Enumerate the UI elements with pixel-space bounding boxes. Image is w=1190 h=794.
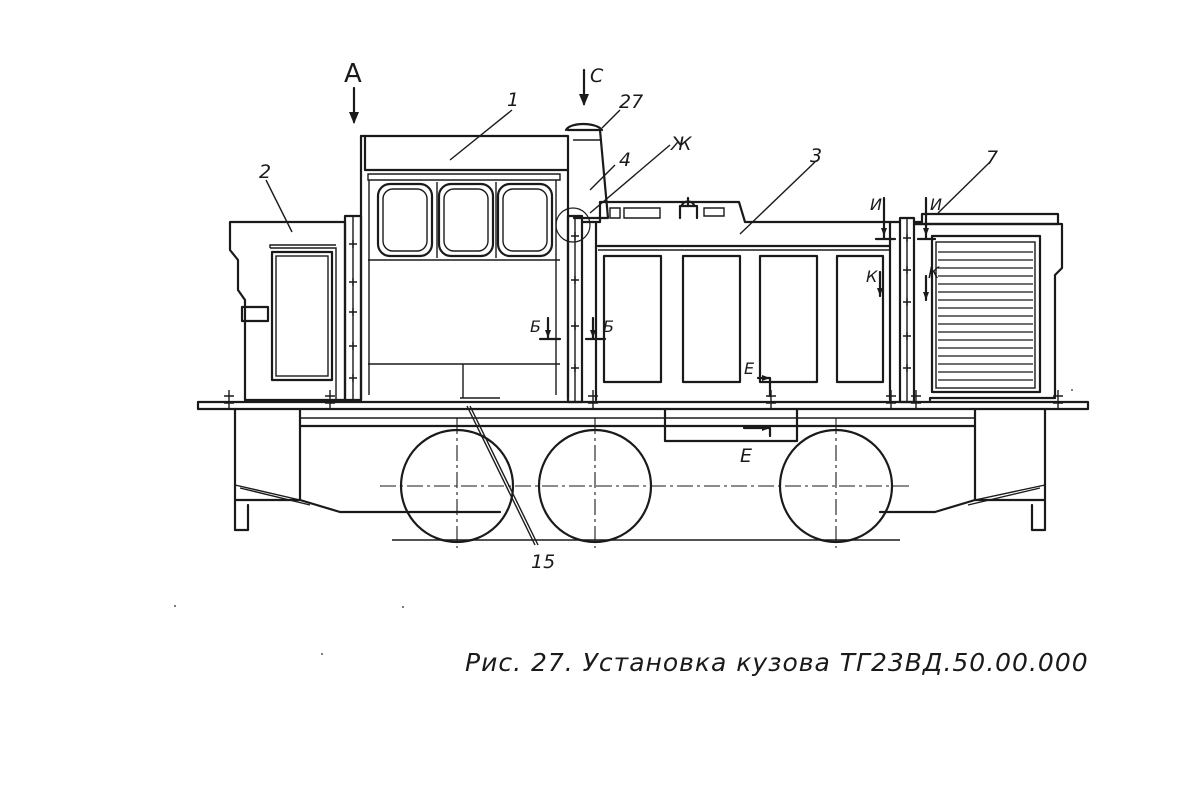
exhaust-stack: [564, 122, 610, 220]
view-arrows: [349, 68, 937, 438]
callout-7: 7: [986, 147, 998, 169]
callout-15: 15: [531, 551, 555, 573]
callout-numbers: 1 2 3 4 7 15 27: [259, 89, 998, 573]
view-label-e-bottom: Е: [740, 445, 752, 467]
radiator-hood: [912, 212, 1064, 402]
view-letters: А С Ж И И К К Б Б Е Е: [344, 59, 942, 467]
view-label-b-right: Б: [603, 317, 614, 336]
wheelset: [399, 418, 894, 548]
view-label-i-left: И: [870, 195, 882, 214]
leader-lines: [265, 109, 991, 546]
callout-3: 3: [810, 145, 822, 167]
view-label-i-right: И: [930, 195, 942, 214]
scan-specks: [174, 389, 1073, 655]
view-label-a: А: [344, 59, 362, 89]
view-label-zh: Ж: [670, 133, 693, 155]
callout-27: 27: [619, 91, 643, 113]
cab: [359, 134, 570, 402]
view-label-c: С: [590, 65, 604, 87]
callout-2: 2: [259, 161, 271, 183]
front-hood: [228, 214, 363, 402]
frame: [196, 400, 1090, 541]
view-label-e-top: Е: [744, 359, 755, 378]
middle-column: [555, 207, 591, 404]
callout-4: 4: [619, 149, 631, 171]
view-label-b-left: Б: [530, 317, 541, 336]
view-label-k-right: К: [928, 263, 940, 282]
long-hood: [580, 196, 916, 404]
figure-caption: Рис. 27. Установка кузова ТГ23ВД.50.00.0…: [465, 648, 1089, 677]
view-label-k-left: К: [866, 267, 878, 286]
callout-1: 1: [507, 89, 519, 111]
